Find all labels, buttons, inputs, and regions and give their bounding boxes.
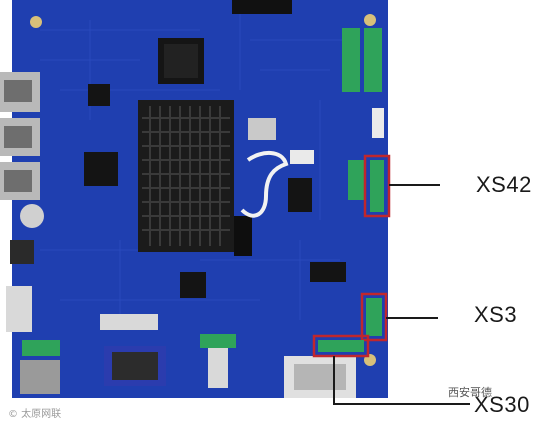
ethernet-bottom: [20, 360, 60, 394]
ic-chip: [288, 178, 312, 212]
ethernet-ports: [0, 72, 40, 200]
green-header: [342, 28, 360, 92]
watermark-left: © 太原网联: [8, 409, 62, 420]
xs42-header: [370, 160, 384, 212]
ic-chip: [234, 216, 252, 256]
xs3-header: [366, 298, 382, 336]
callout-label-xs42: XS42: [476, 172, 532, 197]
callout-label-xs3: XS3: [474, 302, 518, 327]
xs30-highlight-box: [312, 334, 370, 358]
callout-label-xs30: XS30: [474, 392, 530, 417]
terminal-green: [200, 334, 236, 348]
green-header: [348, 160, 366, 200]
power-jack: [10, 240, 34, 264]
board-logo: [240, 151, 289, 218]
ic-chip: [248, 118, 276, 140]
white-connector: [372, 108, 384, 138]
xs30-leader-line: [333, 356, 470, 405]
mounting-hole: [364, 14, 376, 26]
ic-chip: [180, 272, 206, 298]
ic-chip: [310, 262, 346, 282]
hdmi-connector: [100, 314, 158, 330]
ic-chip: [88, 84, 110, 106]
terminal-green: [22, 340, 60, 356]
heatsink: [138, 100, 234, 252]
xs30-header: [318, 340, 364, 352]
ic-chip: [84, 152, 118, 186]
usb-connector: [6, 286, 32, 332]
green-header: [364, 28, 382, 92]
coin-battery: [20, 204, 44, 228]
usb-connector: [208, 336, 228, 388]
mounting-hole: [30, 16, 42, 28]
watermark-right: 西安哥德: [448, 386, 492, 399]
top-header: [232, 0, 292, 14]
white-connector: [290, 150, 314, 164]
